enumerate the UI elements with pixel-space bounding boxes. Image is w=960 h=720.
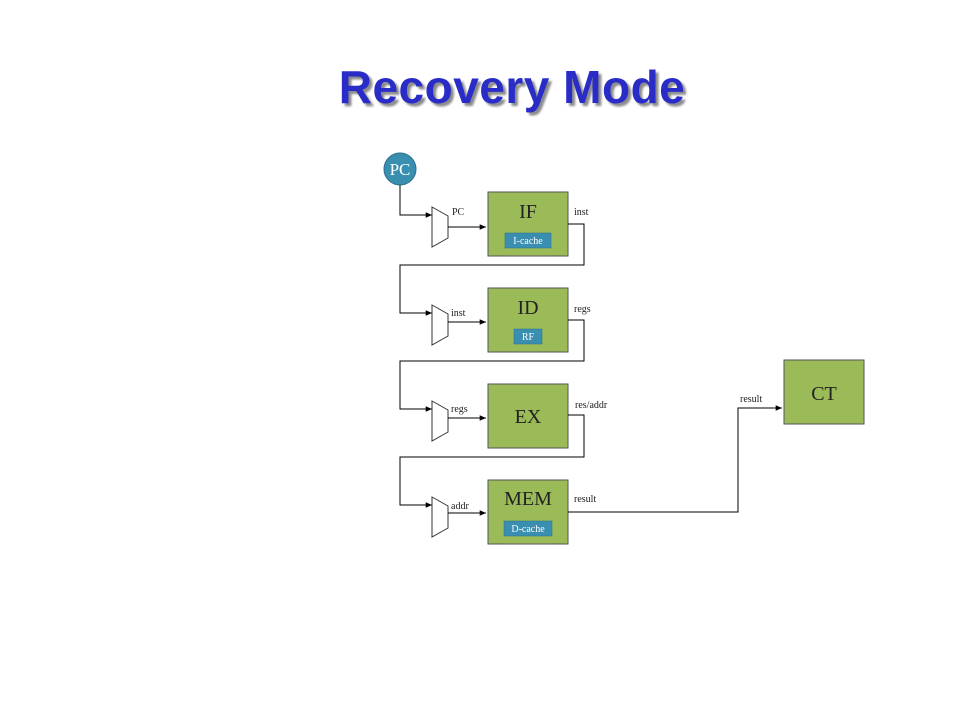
- d-cache-label: D-cache: [511, 524, 545, 535]
- mux-ex: [431, 400, 449, 442]
- rf-unit: [513, 328, 543, 345]
- if-label: IF: [519, 201, 537, 223]
- d-cache-unit: [503, 520, 553, 537]
- rf-label: RF: [522, 332, 535, 343]
- page-title: Recovery Mode: [338, 61, 686, 113]
- mem-in-label: addr: [451, 501, 469, 512]
- stage-if: PC IF I-cache inst: [399, 191, 589, 316]
- mux-mem: [431, 496, 449, 538]
- i-cache-label: I-cache: [513, 236, 543, 247]
- mux-id: [431, 304, 449, 346]
- pc-node: PC: [383, 152, 417, 186]
- mux-if: [431, 206, 449, 248]
- ct-in-label: result: [740, 394, 762, 405]
- wire-pc-to-if-mux: [399, 185, 432, 218]
- stage-mem: addr MEM D-cache result: [431, 405, 782, 545]
- if-out-label: inst: [574, 207, 589, 218]
- wire-id-to-ex: [399, 319, 585, 412]
- if-in-label: PC: [452, 207, 465, 218]
- i-cache-unit: [504, 232, 552, 249]
- ex-in-label: regs: [451, 404, 468, 415]
- mem-label: MEM: [504, 488, 552, 510]
- mem-out-label: result: [574, 494, 596, 505]
- wire-mem-to-ct: [568, 405, 782, 513]
- ct-unit: result CT: [740, 359, 865, 425]
- id-label: ID: [517, 297, 538, 319]
- stage-id: inst ID RF regs: [399, 287, 591, 412]
- wire-if-to-id: [399, 223, 585, 316]
- stage-ex: regs EX res/addr: [399, 383, 608, 508]
- ct-label: CT: [811, 383, 837, 405]
- wire-ex-to-mem: [399, 414, 585, 508]
- ex-box: [487, 383, 569, 449]
- ex-out-label: res/addr: [575, 400, 608, 411]
- ex-label: EX: [515, 406, 542, 428]
- id-in-label: inst: [451, 308, 466, 319]
- pc-node-label: PC: [390, 160, 411, 179]
- ct-box: [783, 359, 865, 425]
- id-out-label: regs: [574, 304, 591, 315]
